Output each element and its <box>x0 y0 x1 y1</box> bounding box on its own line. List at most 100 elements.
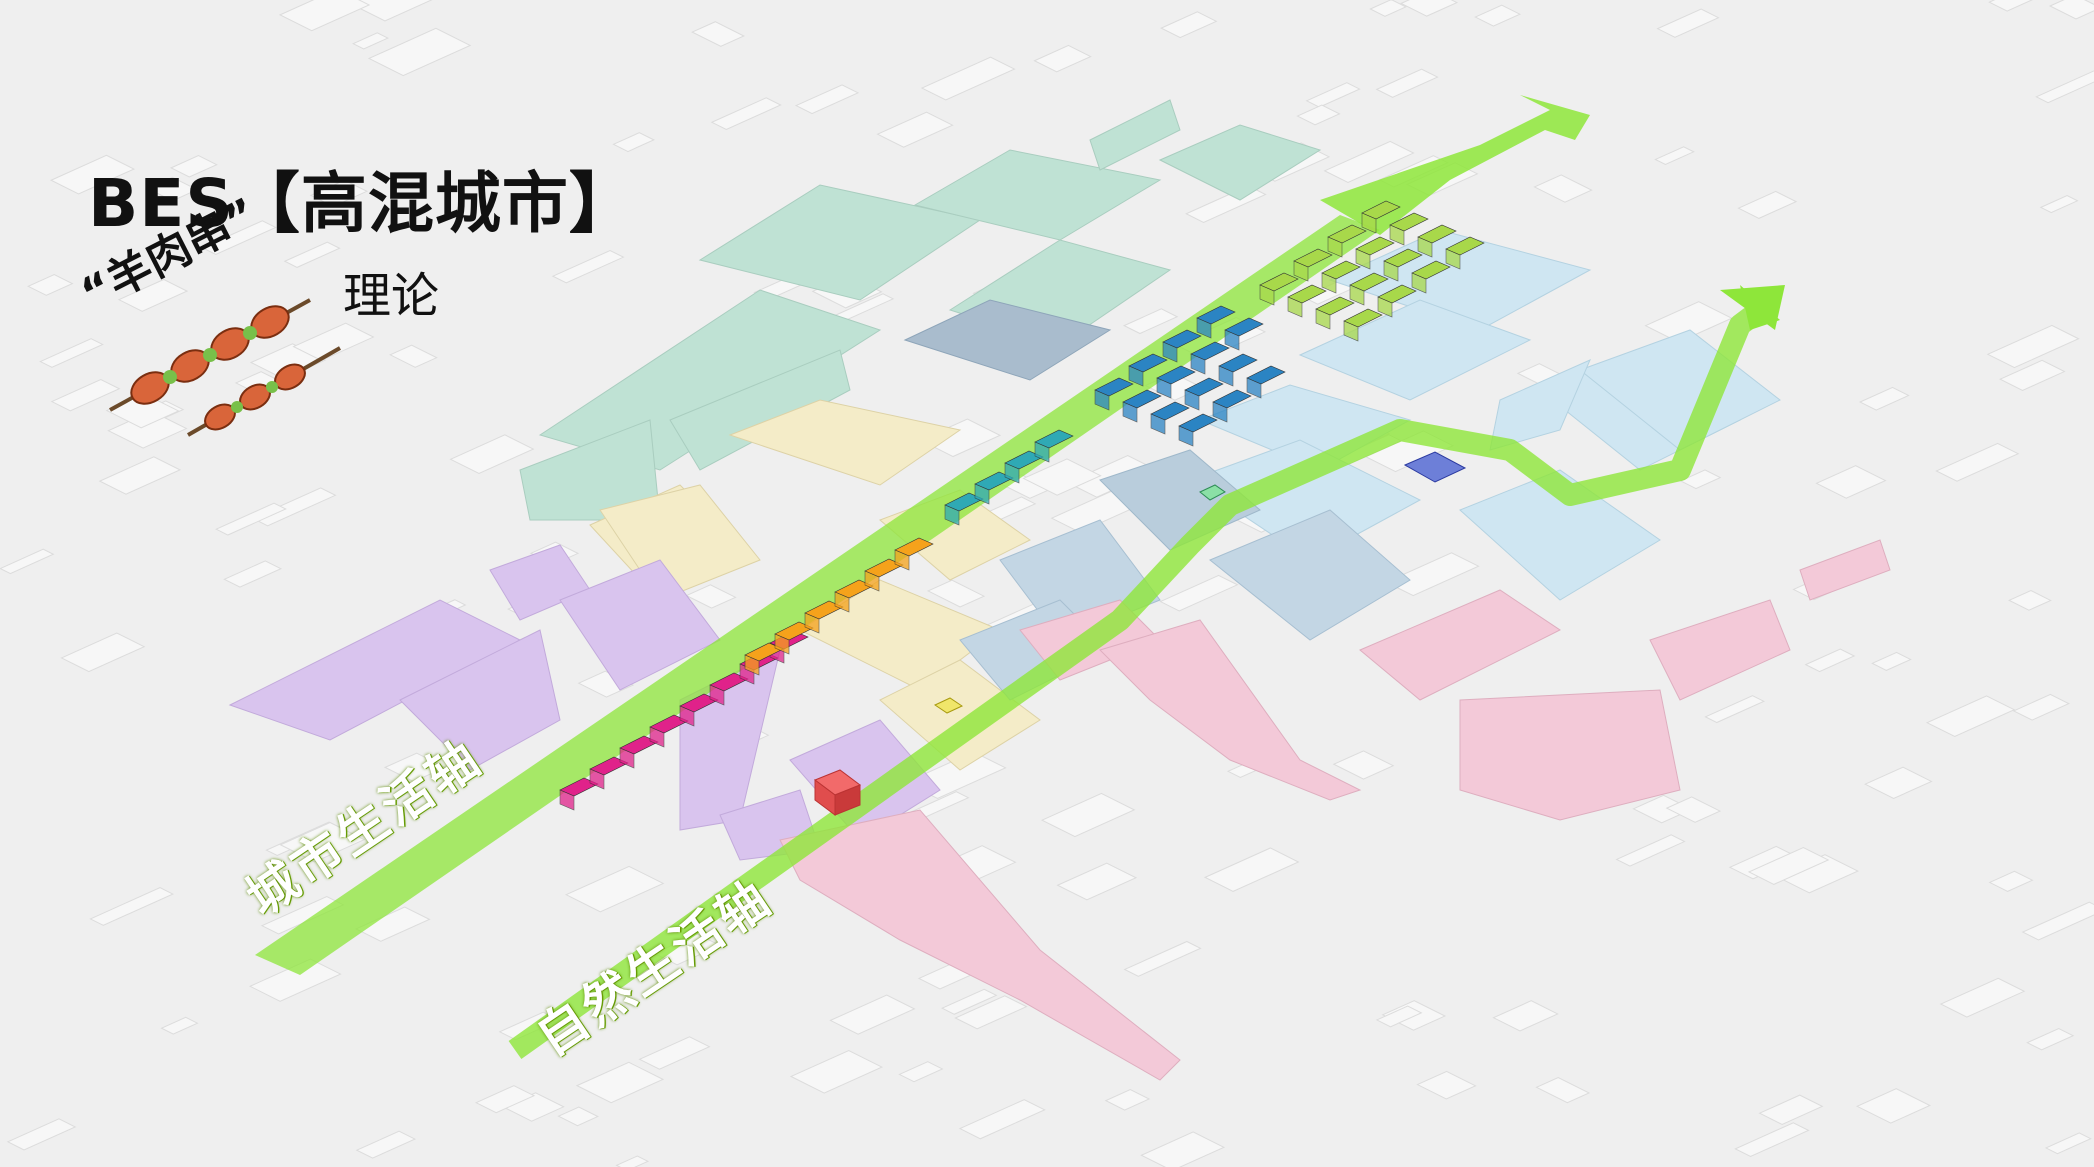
function-block <box>1287 296 1303 318</box>
function-block <box>679 705 695 727</box>
function-block <box>1122 401 1138 423</box>
function-block <box>1162 341 1178 363</box>
background-building <box>1939 977 2026 1018</box>
background-building <box>1988 870 2034 892</box>
page-title: BES【高混城市】 <box>88 165 636 242</box>
zone-pink <box>779 809 1181 1081</box>
background-building <box>215 502 287 536</box>
background-building <box>146 176 199 202</box>
function-block <box>1383 260 1399 282</box>
background-building <box>1615 834 1686 867</box>
background-building <box>1747 846 1830 885</box>
zone-pink <box>1099 619 1362 801</box>
function-block <box>1377 296 1393 318</box>
function-block <box>619 747 635 769</box>
background-building <box>612 132 656 153</box>
background-building <box>577 670 635 698</box>
background-building <box>926 579 986 608</box>
background-building <box>919 418 1002 458</box>
background-building <box>829 994 916 1035</box>
function-block <box>559 789 575 811</box>
function-block <box>1389 224 1405 246</box>
zone-blue <box>1188 439 1422 561</box>
zone-pink <box>1459 689 1681 821</box>
zone-blue <box>1489 359 1591 451</box>
background-building <box>223 560 283 588</box>
zone-blue <box>1459 469 1661 601</box>
background-building <box>60 632 146 673</box>
background-building <box>1033 44 1092 73</box>
kebab-icon <box>109 298 311 412</box>
function-block <box>709 684 725 706</box>
function-block <box>744 654 760 676</box>
background-building <box>2048 0 2094 20</box>
function-block <box>974 483 990 505</box>
title-block: BES【高混城市】 “羊肉串” 理论 <box>73 150 636 324</box>
background-building <box>2044 1132 2092 1155</box>
city-life-axis-head <box>1320 95 1590 235</box>
background-building <box>278 0 371 32</box>
background-building <box>1871 651 1912 671</box>
background-building <box>1375 68 1439 98</box>
function-block <box>1196 317 1212 339</box>
cube-green <box>1199 484 1226 501</box>
background-building <box>160 1016 199 1035</box>
background-building <box>2039 195 2079 214</box>
zone-pink <box>1649 599 1791 701</box>
function-block <box>1156 377 1172 399</box>
function-blocks <box>559 200 1485 811</box>
background-building <box>2026 1027 2075 1051</box>
background-building <box>638 1036 711 1070</box>
background-building <box>89 887 175 926</box>
background-building <box>1140 1131 1226 1167</box>
natural-life-axis <box>508 301 1767 1059</box>
district-zones <box>228 99 1891 1081</box>
background-building <box>1935 442 2020 482</box>
function-block <box>1327 236 1343 258</box>
background-building <box>954 995 1028 1030</box>
function-block <box>1343 320 1359 342</box>
background-building <box>710 97 782 131</box>
function-block <box>1293 260 1309 282</box>
background-building <box>1416 1070 1477 1100</box>
zone-blue <box>1298 299 1532 401</box>
background-building <box>1535 1076 1591 1104</box>
background-building <box>1369 0 1408 17</box>
function-block <box>1411 272 1427 294</box>
background-building <box>1925 695 2016 738</box>
cube-yellow <box>933 697 964 714</box>
background-building <box>117 278 189 312</box>
background-building <box>551 249 625 284</box>
background-building <box>1400 0 1459 17</box>
zone-blue <box>1578 329 1781 451</box>
background-building <box>1679 469 1722 490</box>
function-block <box>864 570 880 592</box>
function-block <box>1349 284 1365 306</box>
background-building <box>26 274 74 296</box>
background-building <box>1159 574 1239 612</box>
zone-pink <box>1359 589 1561 701</box>
background-building <box>283 241 341 268</box>
background-building <box>564 865 665 913</box>
function-block <box>1361 212 1377 234</box>
background-building <box>348 0 433 22</box>
function-block <box>1178 425 1194 447</box>
function-block <box>834 591 850 613</box>
background-building <box>251 487 337 527</box>
background-building <box>1665 796 1722 823</box>
background-building <box>1040 792 1136 838</box>
background-building <box>557 1106 600 1127</box>
background-building <box>2035 70 2094 104</box>
background-building <box>367 27 472 77</box>
background-building <box>1474 4 1522 27</box>
background-building <box>383 752 447 783</box>
background-building <box>794 84 860 115</box>
background-building <box>615 1155 650 1167</box>
zone-teal <box>1158 124 1322 201</box>
function-block <box>1445 248 1461 270</box>
background-building <box>1123 940 1202 977</box>
theory-label: 理论 <box>343 268 440 324</box>
function-block <box>1315 308 1331 330</box>
